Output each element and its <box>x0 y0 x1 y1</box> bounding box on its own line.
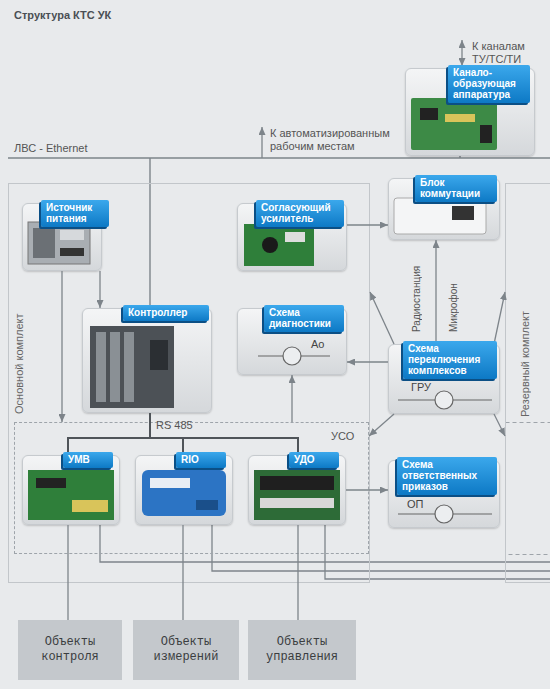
label-tab: Схема переключения комплексов <box>403 341 497 379</box>
annotation-label: RS 485 <box>156 419 216 432</box>
connector-arrow <box>494 292 505 344</box>
component-name: Схема переключения комплексов <box>408 343 480 376</box>
object-box: Объекты управления <box>248 620 356 680</box>
connector-arrow <box>494 414 505 436</box>
terminal-block <box>60 248 84 256</box>
rio-module <box>142 470 226 516</box>
annotation-label: К каналам ТУ/ТС/ТИ <box>472 40 536 66</box>
controller-slot <box>96 332 106 402</box>
connector-arrow <box>61 271 62 422</box>
chip <box>480 125 492 143</box>
symbol-circle <box>435 391 453 409</box>
symbol-label: Ао <box>311 338 324 350</box>
group-label: УСО <box>331 430 354 442</box>
group-label: Основной комплект <box>13 289 25 439</box>
label-tab: Схема диагностики <box>264 305 344 332</box>
component-name: Канало- образующая аппаратура <box>453 67 516 100</box>
switch-port <box>452 206 474 220</box>
ethernet-bus <box>8 157 550 159</box>
connector <box>445 114 475 122</box>
component-name: RIO <box>181 454 199 465</box>
component <box>262 237 278 253</box>
annotation-label: К автоматизированным рабочим местам <box>270 127 404 153</box>
group-label: Резервный комплект <box>519 289 531 439</box>
symbol-circle <box>435 505 453 523</box>
component-name: Согласующий усилитель <box>261 202 331 224</box>
symbol-circle <box>283 347 301 365</box>
chip <box>420 108 438 120</box>
connector <box>72 500 108 512</box>
connector-arrow <box>369 414 394 436</box>
channel-arrow <box>461 40 462 66</box>
component-name: Источник питания <box>46 202 92 224</box>
cable-label: Микрофон <box>447 244 460 332</box>
pcb-board <box>244 224 314 266</box>
controller-slot <box>124 332 134 402</box>
label-tab: Схема ответственных приказов <box>397 457 497 495</box>
reserve-uso-frame <box>506 423 550 555</box>
connector-arrow <box>347 224 388 225</box>
component-name: Схема диагностики <box>269 307 331 329</box>
controller-case <box>90 326 174 408</box>
pcb-board <box>411 98 497 150</box>
bus-connector <box>150 413 183 455</box>
object-box: Объекты контроля <box>18 620 122 680</box>
reserve-wire <box>325 525 550 579</box>
power-unit <box>28 222 90 264</box>
object-name: Объекты контроля <box>22 635 118 665</box>
switch-box <box>394 198 486 234</box>
label-tab: Контроллер <box>123 305 209 321</box>
object-name: Объекты измерений <box>137 635 235 665</box>
label-tab: УМВ <box>63 452 113 468</box>
controller-slot <box>110 332 120 402</box>
component <box>285 232 305 242</box>
component-name: УДО <box>294 454 315 465</box>
label-tab: RIO <box>176 452 226 468</box>
power-part <box>60 230 84 240</box>
component-name: Блок коммутации <box>420 177 480 199</box>
power-part <box>33 228 55 258</box>
ethernet-drop <box>149 158 150 308</box>
connector-arrow <box>347 361 388 362</box>
symbol-label: ОП <box>407 498 423 510</box>
annotation-label: ЛВС - Ethernet <box>14 142 134 155</box>
label-tab: Согласующий усилитель <box>256 200 344 227</box>
pcb-board <box>28 470 114 520</box>
object-box: Объекты измерений <box>133 620 239 680</box>
label-tab: Источник питания <box>41 200 109 227</box>
arm-arrow <box>261 127 262 158</box>
connector-arrow <box>370 292 394 344</box>
component-name: УМВ <box>68 454 90 465</box>
chip <box>36 478 66 488</box>
object-name: Объекты управления <box>252 635 352 665</box>
connector-arrow <box>67 525 68 620</box>
bus-connector <box>68 413 150 455</box>
label-tab: Блок коммутации <box>415 175 497 202</box>
pcb-board <box>254 470 340 520</box>
label-tab: УДО <box>289 452 339 468</box>
component-name: Схема ответственных приказов <box>402 459 477 492</box>
module-plate <box>150 478 190 488</box>
component-name: Контроллер <box>128 307 187 318</box>
module-terminal <box>196 500 218 510</box>
connector-arrow <box>99 271 100 308</box>
connector-arrow <box>435 240 436 344</box>
label-tab: Канало- образующая аппаратура <box>448 65 530 103</box>
connector-arrow <box>182 525 183 620</box>
relay-row <box>260 476 334 490</box>
bus-connector <box>150 413 298 455</box>
reserve-wire <box>212 525 550 571</box>
connector-arrow <box>346 489 388 490</box>
connector-arrow <box>291 375 292 422</box>
complex-frame: Резервный комплект <box>505 183 550 583</box>
symbol-label: ГРУ <box>411 381 431 393</box>
diagram-title: Структура КТС УК <box>14 9 111 21</box>
connector-arrow <box>297 525 298 620</box>
controller-port <box>150 340 168 370</box>
cable-label: Радиостанция <box>410 244 423 332</box>
terminal-row <box>260 498 334 508</box>
